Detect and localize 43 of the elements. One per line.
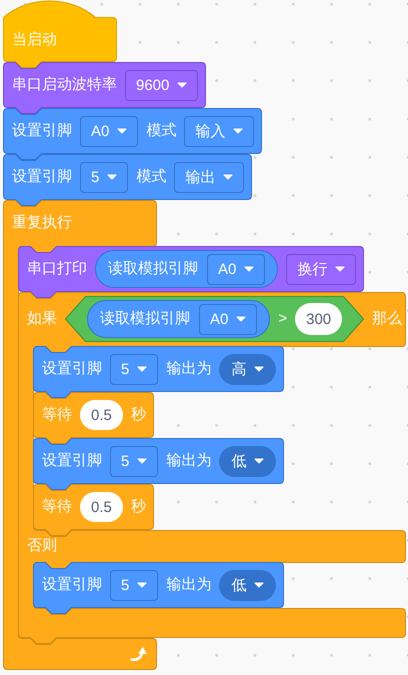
block-label: > [278,309,288,329]
dropdown-menu: 5 [110,570,158,600]
block-label: 秒 [130,497,146,517]
hat-block [3,0,117,68]
block-label: 读取模拟引脚 [100,309,190,329]
if-else-block [18,292,406,644]
block-label: 设置引脚 [12,167,72,187]
block-label: 如果 [27,309,57,329]
dropdown-menu: 9600 [125,70,198,100]
block-label: 秒 [130,405,146,425]
block-label: 模式 [136,167,166,187]
block-label: 等待 [42,405,72,425]
block-label: 设置引脚 [42,359,102,379]
block-label: 读取模拟引脚 [108,259,198,279]
block-label: 设置引脚 [42,451,102,471]
block-label: 那么 [372,309,402,329]
block-label: 否则 [27,536,57,556]
dropdown-menu: 换行 [286,254,356,284]
dropdown-menu: 5 [80,162,128,192]
block-label: 当启动 [12,30,57,50]
dropdown-menu: 5 [110,354,158,384]
block-label: 模式 [146,121,176,141]
dropdown-menu: 输入 [184,116,254,146]
reporter-block [95,250,278,288]
dropdown-menu: A0 [207,254,266,284]
block-label: 等待 [42,497,72,517]
dropdown-menu: 5 [110,446,158,476]
block-label: 输出为 [166,359,212,379]
reporter-block [87,300,270,338]
dropdown-menu: 输出 [174,162,244,192]
stack-block [3,154,252,206]
block-label: 设置引脚 [42,575,102,595]
stack-block [33,438,284,490]
dropdown-menu: A0 [199,304,258,334]
block-label: 设置引脚 [12,121,72,141]
block-label: 串口打印 [27,259,87,279]
block-label: 输出为 [166,451,212,471]
block-label: 输出为 [166,575,212,595]
condition-block [65,296,364,342]
block-label: 重复执行 [12,213,72,233]
stack-block [33,346,284,398]
dropdown-menu: A0 [80,116,138,146]
block-label: 串口启动波特率 [12,75,117,95]
